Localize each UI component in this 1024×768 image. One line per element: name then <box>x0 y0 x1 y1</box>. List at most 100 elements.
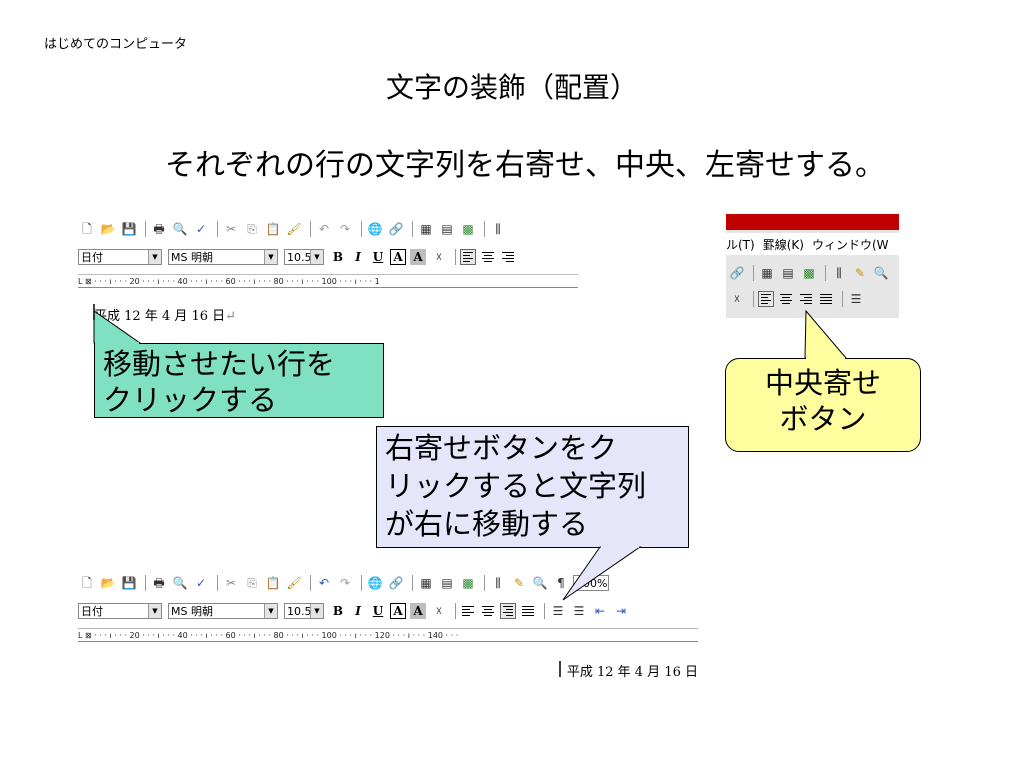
undo-icon[interactable]: ↶ <box>318 222 330 236</box>
new-document-icon[interactable]: 🗋 <box>82 222 92 236</box>
print-preview-icon[interactable]: 🔍 <box>172 576 188 590</box>
insert-excel-icon[interactable]: ▩ <box>462 576 474 590</box>
insert-table-icon[interactable]: ▤ <box>782 266 794 280</box>
decrease-indent-icon[interactable]: ⇤ <box>594 604 606 618</box>
align-left-button[interactable] <box>460 603 476 619</box>
save-icon[interactable]: 💾 <box>121 222 137 236</box>
tables-borders-icon[interactable]: ▦ <box>420 576 432 590</box>
redo-icon[interactable]: ↷ <box>339 222 351 236</box>
phonetic-guide-icon[interactable]: ☓ <box>435 604 443 618</box>
chevron-down-icon[interactable]: ▼ <box>310 604 323 618</box>
cut-icon[interactable]: ✂ <box>225 576 237 590</box>
align-left-button[interactable] <box>460 249 476 265</box>
format-painter-icon[interactable]: 🖌 <box>286 576 302 590</box>
phonetic-guide-icon[interactable]: ☓ <box>435 250 443 264</box>
copy-icon[interactable]: ⎘ <box>247 222 257 236</box>
cut-icon[interactable]: ✂ <box>225 222 237 236</box>
doc-map-icon[interactable]: 🔍 <box>873 266 889 280</box>
columns-icon[interactable]: ⫼ <box>495 576 501 590</box>
drawing-icon[interactable]: ✎ <box>854 266 866 280</box>
underline-button[interactable]: U <box>372 250 384 264</box>
spelling-check-icon[interactable]: ✓ <box>195 576 207 590</box>
paste-icon[interactable]: 📋 <box>265 576 281 590</box>
align-left-button[interactable] <box>758 291 774 307</box>
hyperlink-icon[interactable]: 🔗 <box>388 576 404 590</box>
font-combo-value: MS 明朝 <box>171 605 213 618</box>
insert-excel-icon[interactable]: ▩ <box>462 222 474 236</box>
spelling-check-icon[interactable]: ✓ <box>195 222 207 236</box>
insert-table-icon[interactable]: ▤ <box>441 576 453 590</box>
bullets-icon[interactable]: ☰ <box>573 604 585 618</box>
align-right-button[interactable] <box>500 249 516 265</box>
font-combo[interactable]: MS 明朝 ▼ <box>168 249 278 265</box>
align-center-button[interactable] <box>480 249 496 265</box>
columns-icon[interactable]: ⫼ <box>495 222 501 236</box>
numbering-icon[interactable]: ☰ <box>552 604 564 618</box>
drawing-icon[interactable]: ✎ <box>513 576 525 590</box>
show-hide-icon[interactable]: ¶ <box>557 576 565 590</box>
print-icon[interactable]: 🖶 <box>153 576 165 590</box>
italic-button[interactable]: I <box>355 604 361 618</box>
document-line-right[interactable]: 平成 12 年 4 月 16 日 <box>558 661 698 680</box>
align-right-button[interactable] <box>500 603 516 619</box>
chevron-down-icon[interactable]: ▼ <box>264 250 277 264</box>
chevron-down-icon[interactable]: ▼ <box>310 250 323 264</box>
insert-table-icon[interactable]: ▤ <box>441 222 453 236</box>
save-icon[interactable]: 💾 <box>121 576 137 590</box>
char-border-button[interactable]: A <box>390 249 406 265</box>
char-shading-button[interactable]: A <box>410 603 426 619</box>
horizontal-ruler[interactable]: L ⊠ · · · ı · · · 20 · · · ı · · · 40 · … <box>78 628 698 642</box>
undo-icon[interactable]: ↶ <box>318 576 330 590</box>
document-line-left[interactable]: 平成 12 年 4 月 16 日↵ <box>94 305 236 324</box>
toolbar-separator <box>145 221 146 237</box>
hyperlink-icon[interactable]: 🔗 <box>388 222 404 236</box>
copy-icon[interactable]: ⎘ <box>247 576 257 590</box>
format-painter-icon[interactable]: 🖌 <box>286 222 302 236</box>
font-combo-value: MS 明朝 <box>171 251 213 264</box>
justify-button[interactable] <box>520 603 536 619</box>
numbering-icon[interactable]: ☰ <box>850 292 862 306</box>
bold-button[interactable]: B <box>332 604 344 618</box>
size-combo[interactable]: 10.5 ▼ <box>284 603 324 619</box>
style-combo[interactable]: 日付 ▼ <box>78 249 162 265</box>
tables-borders-icon[interactable]: ▦ <box>761 266 773 280</box>
redo-icon[interactable]: ↷ <box>339 576 351 590</box>
columns-icon[interactable]: ⫼ <box>836 266 842 280</box>
style-combo[interactable]: 日付 ▼ <box>78 603 162 619</box>
underline-button[interactable]: U <box>372 604 384 618</box>
font-combo[interactable]: MS 明朝 ▼ <box>168 603 278 619</box>
align-center-button[interactable] <box>480 603 496 619</box>
char-shading-button[interactable]: A <box>410 249 426 265</box>
doc-map-icon[interactable]: 🔍 <box>532 576 548 590</box>
print-preview-icon[interactable]: 🔍 <box>172 222 188 236</box>
open-folder-icon[interactable]: 📂 <box>100 576 116 590</box>
size-combo-value: 10.5 <box>287 250 312 264</box>
chevron-down-icon[interactable]: ▼ <box>264 604 277 618</box>
tables-borders-icon[interactable]: ▦ <box>420 222 432 236</box>
hyperlink-icon[interactable]: 🔗 <box>729 266 745 280</box>
web-globe-icon[interactable]: 🌐 <box>367 576 383 590</box>
chevron-down-icon[interactable]: ▼ <box>148 604 161 618</box>
phonetic-guide-icon[interactable]: ☓ <box>733 292 741 306</box>
align-center-button[interactable] <box>778 291 794 307</box>
menu-item-tools[interactable]: ル(T) <box>726 237 755 252</box>
size-combo[interactable]: 10.5 ▼ <box>284 249 324 265</box>
italic-button[interactable]: I <box>355 250 361 264</box>
callout-right-align-line-2: リックすると文字列 <box>385 469 647 503</box>
slide-subtitle: それぞれの行の文字列を右寄せ、中央、左寄せする。 <box>165 148 885 183</box>
increase-indent-icon[interactable]: ⇥ <box>615 604 627 618</box>
new-document-icon[interactable]: 🗋 <box>82 576 92 590</box>
menu-item-window[interactable]: ウィンドウ(W <box>811 237 889 252</box>
web-globe-icon[interactable]: 🌐 <box>367 222 383 236</box>
bold-button[interactable]: B <box>332 250 344 264</box>
horizontal-ruler[interactable]: L ⊠ · · · ı · · · 20 · · · ı · · · 40 · … <box>78 274 578 288</box>
char-border-button[interactable]: A <box>390 603 406 619</box>
open-folder-icon[interactable]: 📂 <box>100 222 116 236</box>
align-right-button[interactable] <box>798 291 814 307</box>
insert-excel-icon[interactable]: ▩ <box>803 266 815 280</box>
print-icon[interactable]: 🖶 <box>153 222 165 236</box>
chevron-down-icon[interactable]: ▼ <box>148 250 161 264</box>
justify-button[interactable] <box>818 291 834 307</box>
paste-icon[interactable]: 📋 <box>265 222 281 236</box>
menu-item-table[interactable]: 罫線(K) <box>762 237 804 252</box>
